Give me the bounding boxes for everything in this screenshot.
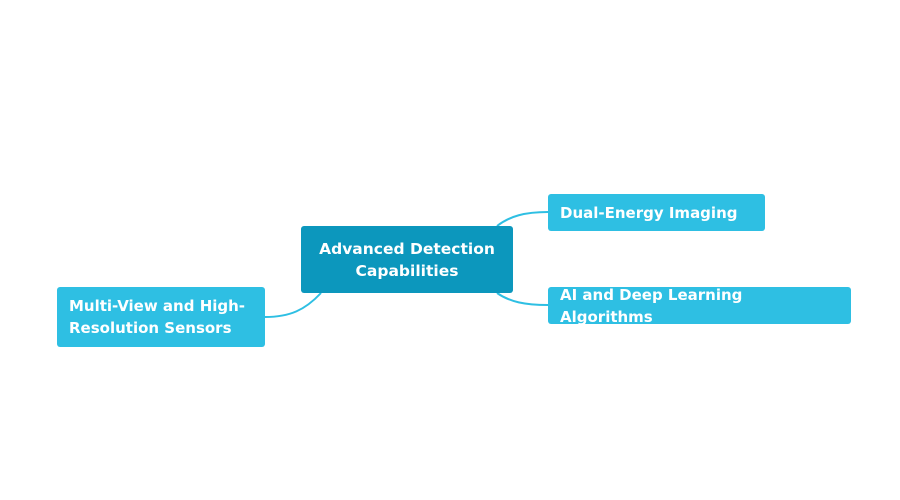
connector-central-to-ai-deep-learning — [496, 292, 549, 306]
branch-label-ai-deep-learning: AI and Deep Learning Algorithms — [560, 285, 743, 326]
central-topic-node[interactable]: Advanced Detection Capabilities — [301, 226, 513, 293]
connector-central-to-dual-energy — [496, 211, 549, 227]
central-topic-label: Advanced Detection Capabilities — [319, 239, 495, 280]
branch-label-multi-view-sensors: Multi-View and High-Resolution Sensors — [69, 297, 246, 337]
branch-node-ai-deep-learning[interactable]: AI and Deep Learning Algorithms — [548, 286, 851, 326]
connector-central-to-multi-view — [264, 292, 322, 318]
branch-node-multi-view-sensors[interactable]: Multi-View and High-Resolution Sensors — [57, 287, 265, 347]
branch-label-dual-energy-imaging: Dual-Energy Imaging — [560, 203, 738, 222]
branch-node-dual-energy-imaging[interactable]: Dual-Energy Imaging — [548, 194, 765, 231]
